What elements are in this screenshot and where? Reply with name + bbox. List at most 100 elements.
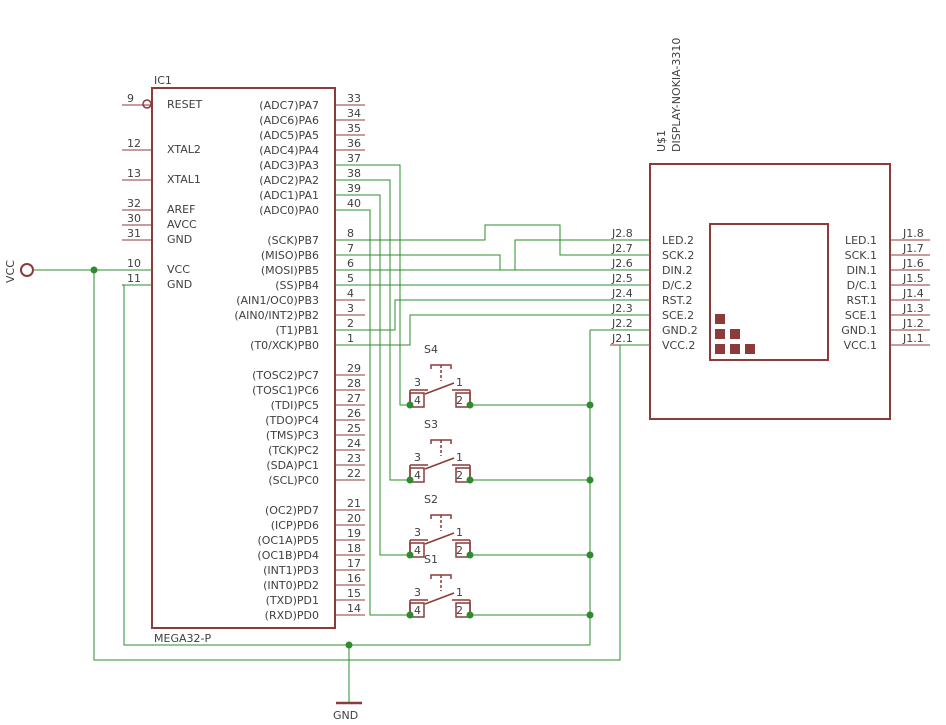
ic1-pin-label: (RXD)PD0	[265, 609, 319, 622]
ic1-name: IC1	[154, 74, 172, 87]
ic1-pin-number: 16	[347, 572, 361, 585]
wires	[33, 164, 650, 703]
ic1-pin-label: (ICP)PD6	[271, 519, 319, 532]
display-pin-label: RST.2	[662, 294, 693, 307]
ic1-pin-number: 2	[347, 317, 354, 330]
switch-name: S3	[424, 418, 438, 431]
ic1-right-pins: 33(ADC7)PA734(ADC6)PA635(ADC5)PA536(ADC4…	[234, 92, 365, 622]
switch-pin-number: 1	[456, 586, 463, 599]
ic1-pin-number: 15	[347, 587, 361, 600]
switch-name: S1	[424, 553, 438, 566]
display-pin-label: SCK.2	[662, 249, 694, 262]
display-pin-label: GND.2	[662, 324, 698, 337]
ic1-pin-number: 7	[347, 242, 354, 255]
display-pin-label: DIN.2	[662, 264, 692, 277]
display-pin-number: J2.6	[611, 257, 633, 270]
ic1-pin-label: (ADC7)PA7	[259, 99, 319, 112]
ic1-pin-number: 17	[347, 557, 361, 570]
display-pin-number: J1.8	[902, 227, 924, 240]
ic1-pin-label: AREF	[167, 203, 195, 216]
display-pin-number: J1.3	[902, 302, 924, 315]
switch-pin-number: 3	[414, 376, 421, 389]
display-right-pins: J1.8LED.1J1.7SCK.1J1.6DIN.1J1.5D/C.1J1.4…	[841, 227, 930, 352]
ic1-pin-number: 38	[347, 167, 361, 180]
display-pin-number: J1.1	[902, 332, 924, 345]
ic1-pin-number: 40	[347, 197, 361, 210]
ic1-pin-label: (OC2)PD7	[265, 504, 319, 517]
ic1-pin-number: 19	[347, 527, 361, 540]
ic1-pin-label: (MOSI)PB5	[261, 264, 319, 277]
ic1-pin-label: (TMS)PC3	[266, 429, 319, 442]
ic1-pin-number: 31	[127, 227, 141, 240]
ic1-pin-number: 37	[347, 152, 361, 165]
ic1-pin-label: (ADC5)PA5	[259, 129, 319, 142]
ic1-pin-number: 22	[347, 467, 361, 480]
ic1-pin-number: 3	[347, 302, 354, 315]
switch-pin-number: 3	[414, 586, 421, 599]
ic1-pin-label: RESET	[167, 98, 203, 111]
ic1-pin-label: (SCK)PB7	[267, 234, 319, 247]
switch-pin-number: 1	[456, 526, 463, 539]
display-pin-label: D/C.2	[662, 279, 692, 292]
display-pin-number: J1.4	[902, 287, 924, 300]
ic1-pin-number: 32	[127, 197, 141, 210]
ic1-pin-number: 35	[347, 122, 361, 135]
display-name: U$1	[655, 130, 668, 152]
ic1-pin-label: XTAL2	[167, 143, 201, 156]
switch-pin-number: 2	[456, 469, 463, 482]
switch-pin-number: 2	[456, 394, 463, 407]
reset-inverter-bubble	[142, 99, 152, 109]
ic1-pin-label: (T1)PB1	[276, 324, 319, 337]
ic1-pin-number: 34	[347, 107, 361, 120]
ic1-pin-number: 12	[127, 137, 141, 150]
ic1-pin-label: (ADC2)PA2	[259, 174, 319, 187]
vcc-symbol	[20, 263, 34, 277]
display-pin-number: J1.5	[902, 272, 924, 285]
ic1-pin-label: (TXD)PD1	[266, 594, 319, 607]
display-pin-label: VCC.1	[844, 339, 877, 352]
display-value: DISPLAY-NOKIA-3310	[670, 38, 683, 152]
display-pin-label: LED.1	[845, 234, 877, 247]
ic1-pin-label: (AIN0/INT2)PB2	[234, 309, 319, 322]
ic1-pin-number: 8	[347, 227, 354, 240]
ic1-pin-label: GND	[167, 278, 192, 291]
ic1-pin-number: 1	[347, 332, 354, 345]
ic1-pin-number: 26	[347, 407, 361, 420]
ic1-pin-label: (SS)PB4	[275, 279, 319, 292]
ic1-pin-number: 28	[347, 377, 361, 390]
switch-pin-number: 1	[456, 376, 463, 389]
ic1-pin-label: (TOSC2)PC7	[252, 369, 319, 382]
ic1-pin-number: 18	[347, 542, 361, 555]
display-pin-number: J2.8	[611, 227, 633, 240]
ic1-pin-number: 30	[127, 212, 141, 225]
ic1-pin-label: (TDO)PC4	[265, 414, 319, 427]
display-pin-label: D/C.1	[847, 279, 877, 292]
display-pin-number: J2.3	[611, 302, 633, 315]
ic1-pin-number: 23	[347, 452, 361, 465]
ic1-pin-label: (MISO)PB6	[261, 249, 319, 262]
switch-pin-number: 4	[414, 544, 421, 557]
ic1-pin-label: (INT1)PD3	[263, 564, 319, 577]
display-pin-number: J1.7	[902, 242, 924, 255]
ic1-pin-label: (ADC6)PA6	[259, 114, 319, 127]
switch-pin-number: 2	[456, 544, 463, 557]
ic1-pin-label: (INT0)PD2	[263, 579, 319, 592]
ic1-pin-number: 4	[347, 287, 354, 300]
ic1-pin-number: 25	[347, 422, 361, 435]
ic1-value: MEGA32-P	[154, 632, 211, 645]
ic1-pin-label: (OC1A)PD5	[257, 534, 319, 547]
vcc-label: VCC	[4, 260, 17, 283]
ic1-pin-number: 24	[347, 437, 361, 450]
ic1-pin-number: 29	[347, 362, 361, 375]
ic1-pin-number: 36	[347, 137, 361, 150]
ic1-pin-label: (AIN1/OC0)PB3	[236, 294, 319, 307]
switch-pin-number: 1	[456, 451, 463, 464]
ic1-pin-label: VCC	[167, 263, 190, 276]
display-pin-label: LED.2	[662, 234, 694, 247]
ic1-pin-label: AVCC	[167, 218, 197, 231]
ic1-pin-label: (TDI)PC5	[271, 399, 319, 412]
ic1-pin-label: (ADC0)PA0	[259, 204, 319, 217]
ic1-pin-number: 13	[127, 167, 141, 180]
ic1-pin-number: 11	[127, 272, 141, 285]
